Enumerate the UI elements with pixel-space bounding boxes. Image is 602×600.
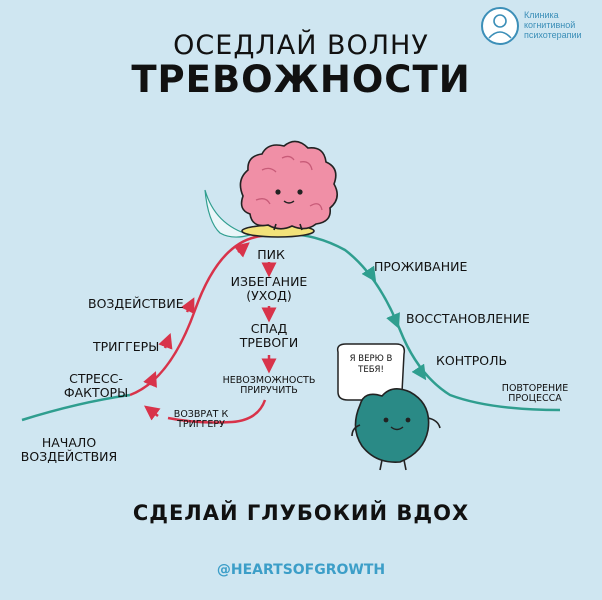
- label-anxiety-drop: СПАД ТРЕВОГИ: [239, 321, 299, 350]
- label-control: КОНТРОЛЬ: [436, 353, 508, 368]
- return-curve-arrow: [167, 399, 267, 424]
- label-triggers: ТРИГГЕРЫ: [93, 339, 160, 354]
- return-arrow-head: [144, 405, 161, 421]
- fall-arrow-1: [361, 265, 377, 283]
- take-a-deep-breath: СДЕЛАЙ ГЛУБОКИЙ ВДОХ: [132, 501, 470, 525]
- label-peak: ПИК: [257, 247, 285, 262]
- fall-arrow-2: [386, 312, 400, 329]
- author-handle: @HEARTSOFGROWTH: [216, 562, 386, 578]
- label-impact: ВОЗДЕЙСТВИЕ: [88, 296, 184, 311]
- wave-baseline-left: [21, 393, 131, 422]
- label-avoidance: ИЗБЕГАНИЕ (УХОД): [230, 274, 308, 303]
- title-line-2: ТРЕВОЖНОСТИ: [131, 58, 471, 101]
- brain-character: [239, 140, 338, 231]
- fall-arrow-3: [411, 363, 427, 381]
- rise-arrow-3: [180, 297, 195, 315]
- label-repeat-process: ПОВТОРЕНИЕ ПРОЦЕССА: [501, 383, 569, 404]
- label-living: ПРОЖИВАНИЕ: [374, 259, 468, 274]
- wave-rising-red: [129, 234, 263, 397]
- label-return-to-trigger: ВОЗВРАТ К ТРИГГЕРУ: [173, 409, 229, 430]
- clinic-logo: Клиника когнитивной психотерапии: [480, 6, 598, 46]
- wave-splash: [204, 189, 253, 238]
- heart-character: [351, 388, 441, 471]
- doctor-portrait-icon: [481, 7, 519, 45]
- label-stress-factors: СТРЕСС- ФАКТОРЫ: [63, 371, 129, 400]
- clinic-name: Клиника когнитивной психотерапии: [524, 10, 582, 40]
- rise-arrow-2: [158, 332, 173, 350]
- rise-arrow-4: [233, 242, 250, 258]
- label-impossibility: НЕВОЗМОЖНОСТЬ ПРИРУЧИТЬ: [222, 375, 316, 396]
- title-line-1: ОСЕДЛАЙ ВОЛНУ: [173, 30, 429, 61]
- label-start-of-impact: НАЧАЛО ВОЗДЕЙСТВИЯ: [20, 435, 118, 464]
- speech-bubble-text: Я ВЕРЮ В ТЕБЯ!: [349, 354, 393, 375]
- wave-crest-falling: [261, 232, 561, 412]
- label-recovery: ВОССТАНОВЛЕНИЕ: [406, 311, 530, 326]
- rise-arrow-1: [143, 371, 157, 388]
